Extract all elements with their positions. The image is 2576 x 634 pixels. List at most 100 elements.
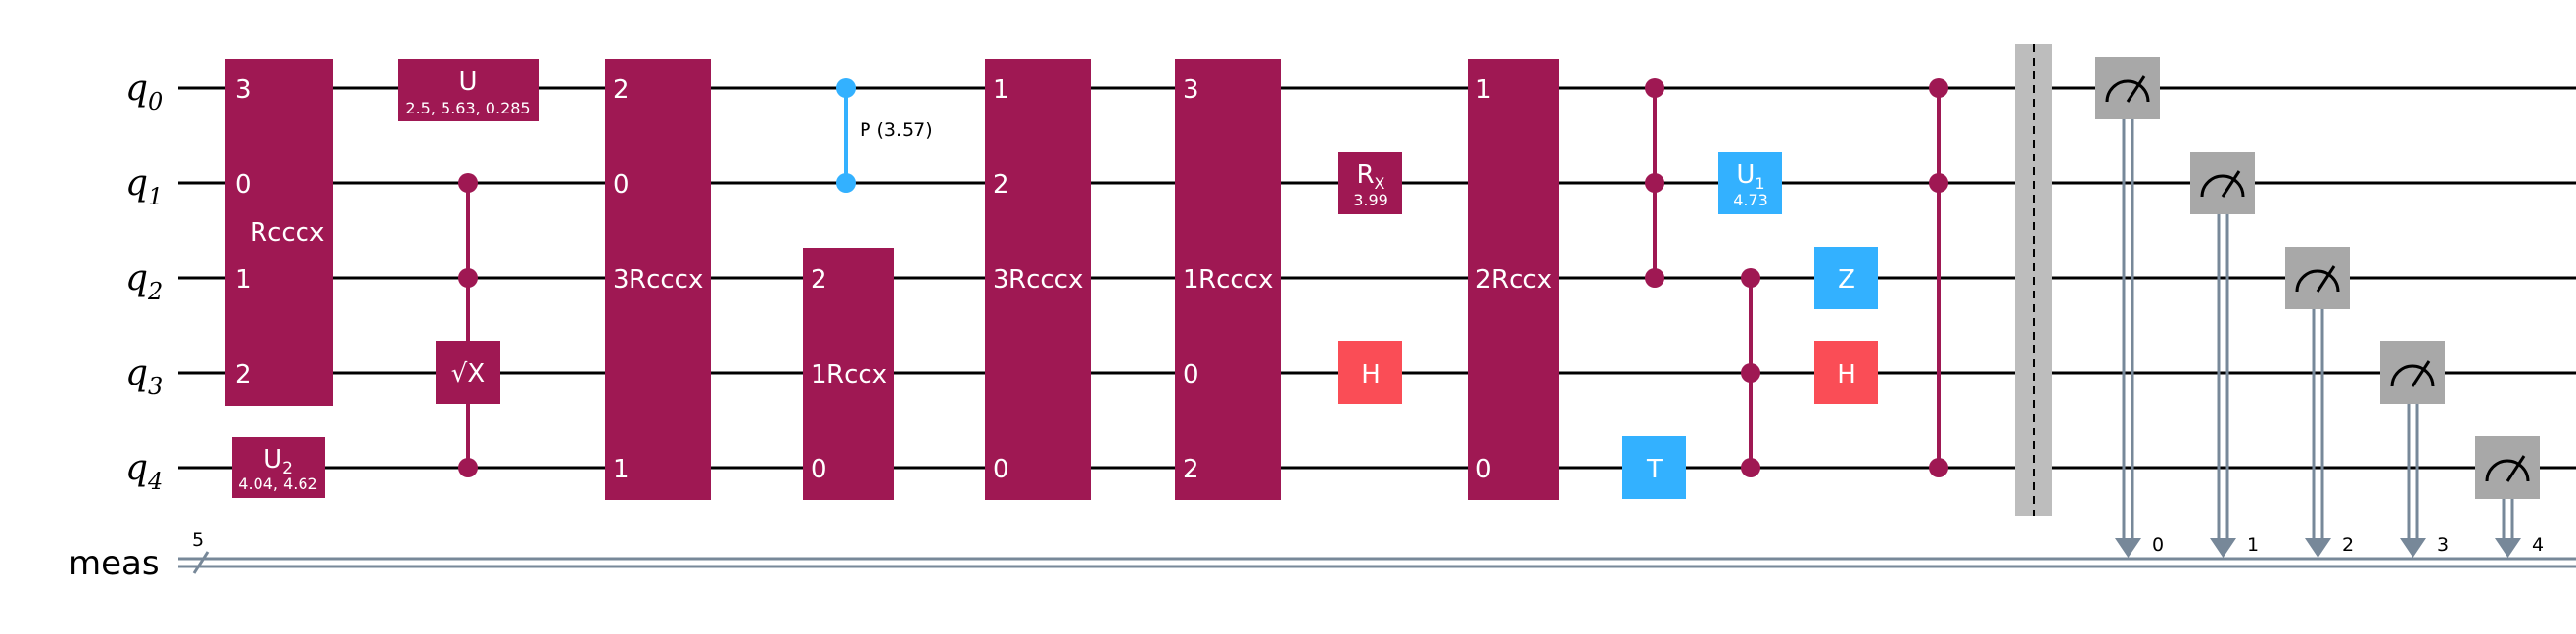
classical-width-label: 5: [192, 529, 204, 551]
gate-rcccx-a[interactable]: 3 0 1 2 Rcccx: [225, 59, 333, 406]
measure-q2[interactable]: 2: [2285, 247, 2354, 558]
svg-text:3: 3: [1183, 75, 1199, 105]
control-dot: [458, 458, 478, 477]
gate-h-a[interactable]: H: [1338, 341, 1402, 404]
qubit-label-q3: q3: [125, 353, 163, 400]
svg-text:1: 1: [993, 75, 1009, 105]
svg-text:2: 2: [811, 265, 827, 294]
gate-rcccx-c-label: Rcccx: [1008, 265, 1083, 294]
svg-text:0: 0: [993, 455, 1009, 484]
svg-text:0: 0: [1475, 455, 1492, 484]
qubit-label-q2: q2: [125, 258, 163, 305]
meter-icon: [2390, 364, 2435, 387]
gate-multi-controlled-z[interactable]: [1929, 78, 1948, 477]
gate-h-b[interactable]: H: [1814, 341, 1878, 404]
svg-text:1: 1: [613, 455, 630, 484]
svg-text:1: 1: [2247, 534, 2259, 556]
gate-u[interactable]: U 2.5, 5.63, 0.285: [398, 59, 539, 121]
gate-u1-param: 4.73: [1733, 191, 1768, 209]
qubit-labels: q0 q1 q2 q3 q4 meas: [69, 68, 163, 583]
gate-ccz-a[interactable]: [1645, 78, 1664, 288]
gate-rccx-a-label: Rccx: [826, 360, 887, 389]
gate-rcccx-d[interactable]: 3 1 0 2 Rcccx: [1175, 59, 1281, 500]
measure-q3[interactable]: 3: [2380, 341, 2449, 558]
gate-rcccx-d-label: Rcccx: [1198, 265, 1273, 294]
qubit-label-q0: q0: [125, 68, 163, 115]
svg-text:3: 3: [613, 265, 630, 294]
svg-text:2: 2: [1475, 265, 1492, 294]
measure-q1[interactable]: 1: [2190, 152, 2259, 558]
gate-sx-label: √X: [451, 359, 485, 388]
svg-text:RX: RX: [1356, 160, 1384, 193]
svg-text:0: 0: [235, 170, 252, 200]
svg-text:0: 0: [1183, 360, 1199, 389]
gate-cp-label: P (3.57): [860, 119, 933, 141]
gate-rccx-b-label: Rccx: [1491, 265, 1552, 294]
svg-text:2: 2: [993, 170, 1009, 200]
svg-text:U1: U1: [1736, 160, 1764, 193]
gate-rcccx-c[interactable]: 1 2 3 0 Rcccx: [985, 59, 1091, 500]
svg-text:2: 2: [613, 75, 630, 105]
meter-icon: [2200, 174, 2245, 198]
measure-q4[interactable]: 4: [2475, 436, 2544, 558]
classical-wire: 5: [178, 529, 2576, 574]
gate-controlled-sx[interactable]: √X: [436, 173, 500, 477]
gate-rx[interactable]: RX 3.99: [1338, 152, 1402, 214]
svg-text:1: 1: [1475, 75, 1492, 105]
gate-z[interactable]: Z: [1814, 247, 1878, 309]
gate-u2-params: 4.04, 4.62: [238, 475, 317, 493]
control-dot: [1741, 363, 1760, 383]
svg-text:3: 3: [993, 265, 1009, 294]
qubit-label-q4: q4: [125, 448, 163, 495]
svg-text:1: 1: [1183, 265, 1199, 294]
measure-q0[interactable]: 0: [2095, 57, 2164, 558]
meter-icon: [2485, 459, 2530, 482]
gate-u-label: U: [458, 68, 477, 97]
svg-text:0: 0: [811, 455, 827, 484]
barrier: [2015, 44, 2052, 516]
meter-icon: [2295, 269, 2340, 293]
control-dot: [1929, 458, 1948, 477]
gate-rccx-b[interactable]: 1 2 0 Rccx: [1468, 59, 1559, 500]
svg-text:H: H: [1361, 360, 1381, 389]
gate-ccz-b[interactable]: [1741, 268, 1760, 477]
svg-text:3: 3: [235, 75, 252, 105]
control-dot: [1741, 268, 1760, 288]
qubit-label-q1: q1: [125, 163, 163, 210]
gate-rcccx-a-label: Rcccx: [250, 218, 324, 248]
svg-text:2: 2: [1183, 455, 1199, 484]
svg-text:3: 3: [2437, 534, 2449, 556]
control-dot: [1929, 78, 1948, 98]
control-dot: [1929, 173, 1948, 193]
gate-rcccx-b[interactable]: 2 0 3 1 Rcccx: [605, 59, 711, 500]
svg-text:0: 0: [2152, 534, 2164, 556]
gate-rx-param: 3.99: [1353, 191, 1388, 209]
gate-u1[interactable]: U1 4.73: [1718, 152, 1782, 214]
svg-text:1: 1: [811, 360, 827, 389]
control-dot: [836, 78, 856, 98]
svg-text:U2: U2: [263, 445, 293, 478]
svg-text:T: T: [1646, 455, 1663, 484]
svg-text:Z: Z: [1838, 265, 1855, 294]
gate-u-params: 2.5, 5.63, 0.285: [405, 99, 530, 117]
gate-t[interactable]: T: [1622, 436, 1686, 499]
bundle-slash: [192, 551, 210, 574]
gate-u2[interactable]: U2 4.04, 4.62: [232, 437, 325, 498]
gate-controlled-phase[interactable]: P (3.57): [836, 78, 933, 193]
control-dot: [458, 268, 478, 288]
meter-icon: [2105, 79, 2150, 103]
svg-text:H: H: [1837, 360, 1856, 389]
gate-rccx-a[interactable]: 2 1 0 Rccx: [803, 248, 894, 500]
control-dot: [1741, 458, 1760, 477]
svg-text:0: 0: [613, 170, 630, 200]
gate-rcccx-b-label: Rcccx: [629, 265, 703, 294]
svg-text:2: 2: [2342, 534, 2354, 556]
svg-text:1: 1: [235, 265, 252, 294]
control-dot: [458, 173, 478, 193]
svg-text:2: 2: [235, 360, 252, 389]
svg-text:4: 4: [2532, 534, 2544, 556]
control-dot: [1645, 173, 1664, 193]
qubit-wires: [178, 86, 2576, 470]
classical-register-label: meas: [69, 544, 160, 583]
